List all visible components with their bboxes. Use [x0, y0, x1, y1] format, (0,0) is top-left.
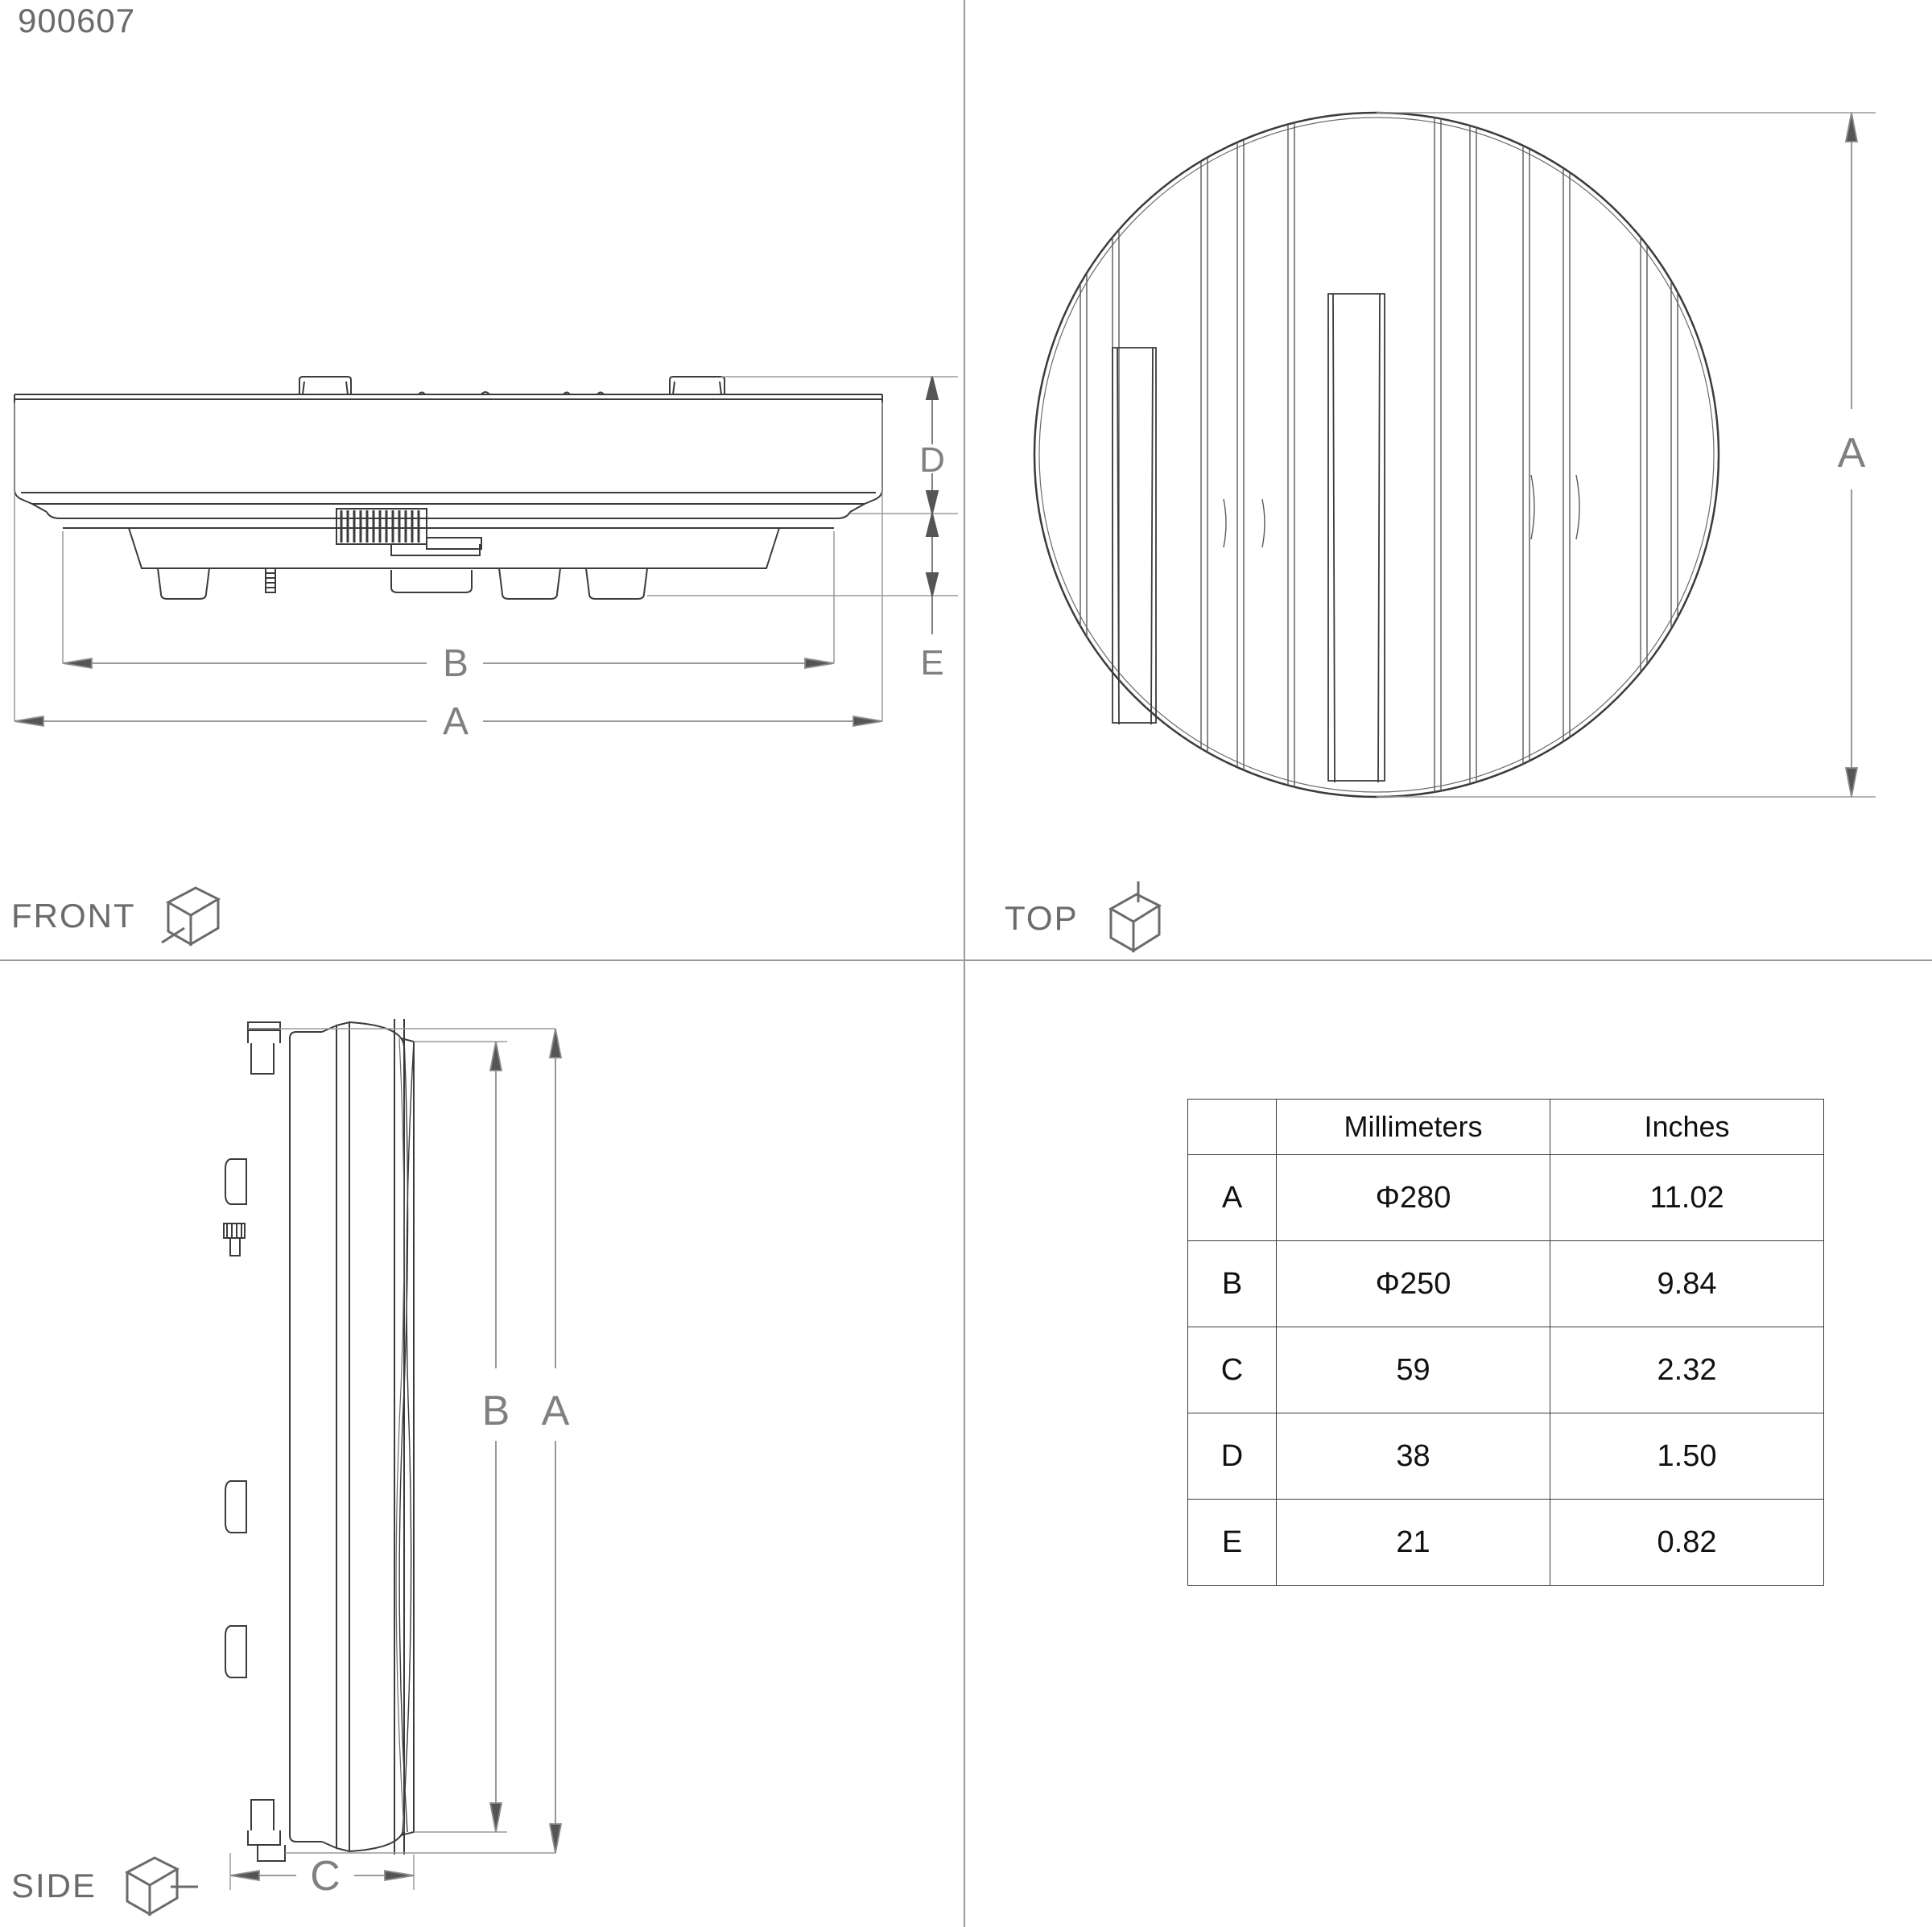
table-cell-in: 9.84 — [1550, 1240, 1824, 1327]
table-cell-mm: 21 — [1276, 1499, 1550, 1586]
dimension-table-container: Millimeters Inches A Φ280 11.02 B Φ250 9… — [1187, 1099, 1824, 1586]
table-header-row: Millimeters Inches — [1187, 1099, 1824, 1155]
top-view-label: TOP — [1005, 881, 1169, 955]
side-view-label: SIDE — [11, 1851, 201, 1921]
dim-label-D: D — [919, 440, 945, 480]
table-cell-mm: 38 — [1276, 1413, 1550, 1500]
table-cell-in: 0.82 — [1550, 1499, 1824, 1586]
top-view-label-text: TOP — [1005, 899, 1079, 937]
table-cell-mm: Φ250 — [1276, 1240, 1550, 1327]
table-row: D 38 1.50 — [1187, 1413, 1824, 1500]
dim-label-C-side: C — [310, 1853, 341, 1900]
table-row: C 59 2.32 — [1187, 1327, 1824, 1413]
cube-top-icon — [1108, 881, 1162, 953]
side-view-drawing: B A C — [223, 1019, 570, 1900]
table-cell-key: A — [1187, 1154, 1277, 1241]
vertical-divider — [964, 0, 965, 1927]
side-view-label-text: SIDE — [11, 1867, 97, 1904]
table-row: A Φ280 11.02 — [1187, 1154, 1824, 1241]
top-view-drawing: A — [1033, 111, 1876, 798]
dim-label-B-front: B — [443, 642, 469, 685]
table-cell-mm: Φ280 — [1276, 1154, 1550, 1241]
product-code: 900607 — [18, 2, 136, 39]
dim-label-A-top: A — [1838, 430, 1866, 477]
dim-label-A-front: A — [443, 700, 469, 743]
dimension-table: Millimeters Inches A Φ280 11.02 B Φ250 9… — [1187, 1099, 1824, 1586]
table-cell-key: E — [1187, 1499, 1277, 1586]
cube-front-icon — [160, 886, 221, 947]
front-view-label-text: FRONT — [11, 897, 136, 935]
table-cell-key: C — [1187, 1327, 1277, 1413]
table-header-inches: Inches — [1550, 1099, 1824, 1155]
table-cell-key: B — [1187, 1240, 1277, 1327]
table-row: E 21 0.82 — [1187, 1499, 1824, 1586]
horizontal-divider — [0, 959, 1932, 961]
cube-side-icon — [124, 1856, 199, 1917]
dim-label-B-side: B — [482, 1388, 510, 1434]
front-view-label: FRONT — [11, 881, 226, 951]
table-cell-in: 1.50 — [1550, 1413, 1824, 1500]
table-header-millimeters: Millimeters — [1276, 1099, 1550, 1155]
table-cell-in: 11.02 — [1550, 1154, 1824, 1241]
table-header-key — [1187, 1099, 1277, 1155]
dim-label-E: E — [920, 643, 943, 683]
table-cell-key: D — [1187, 1413, 1277, 1500]
table-cell-mm: 59 — [1276, 1327, 1550, 1413]
front-view-drawing: D E B A — [14, 376, 958, 743]
dim-label-A-side: A — [542, 1388, 570, 1434]
table-cell-in: 2.32 — [1550, 1327, 1824, 1413]
table-row: B Φ250 9.84 — [1187, 1240, 1824, 1327]
